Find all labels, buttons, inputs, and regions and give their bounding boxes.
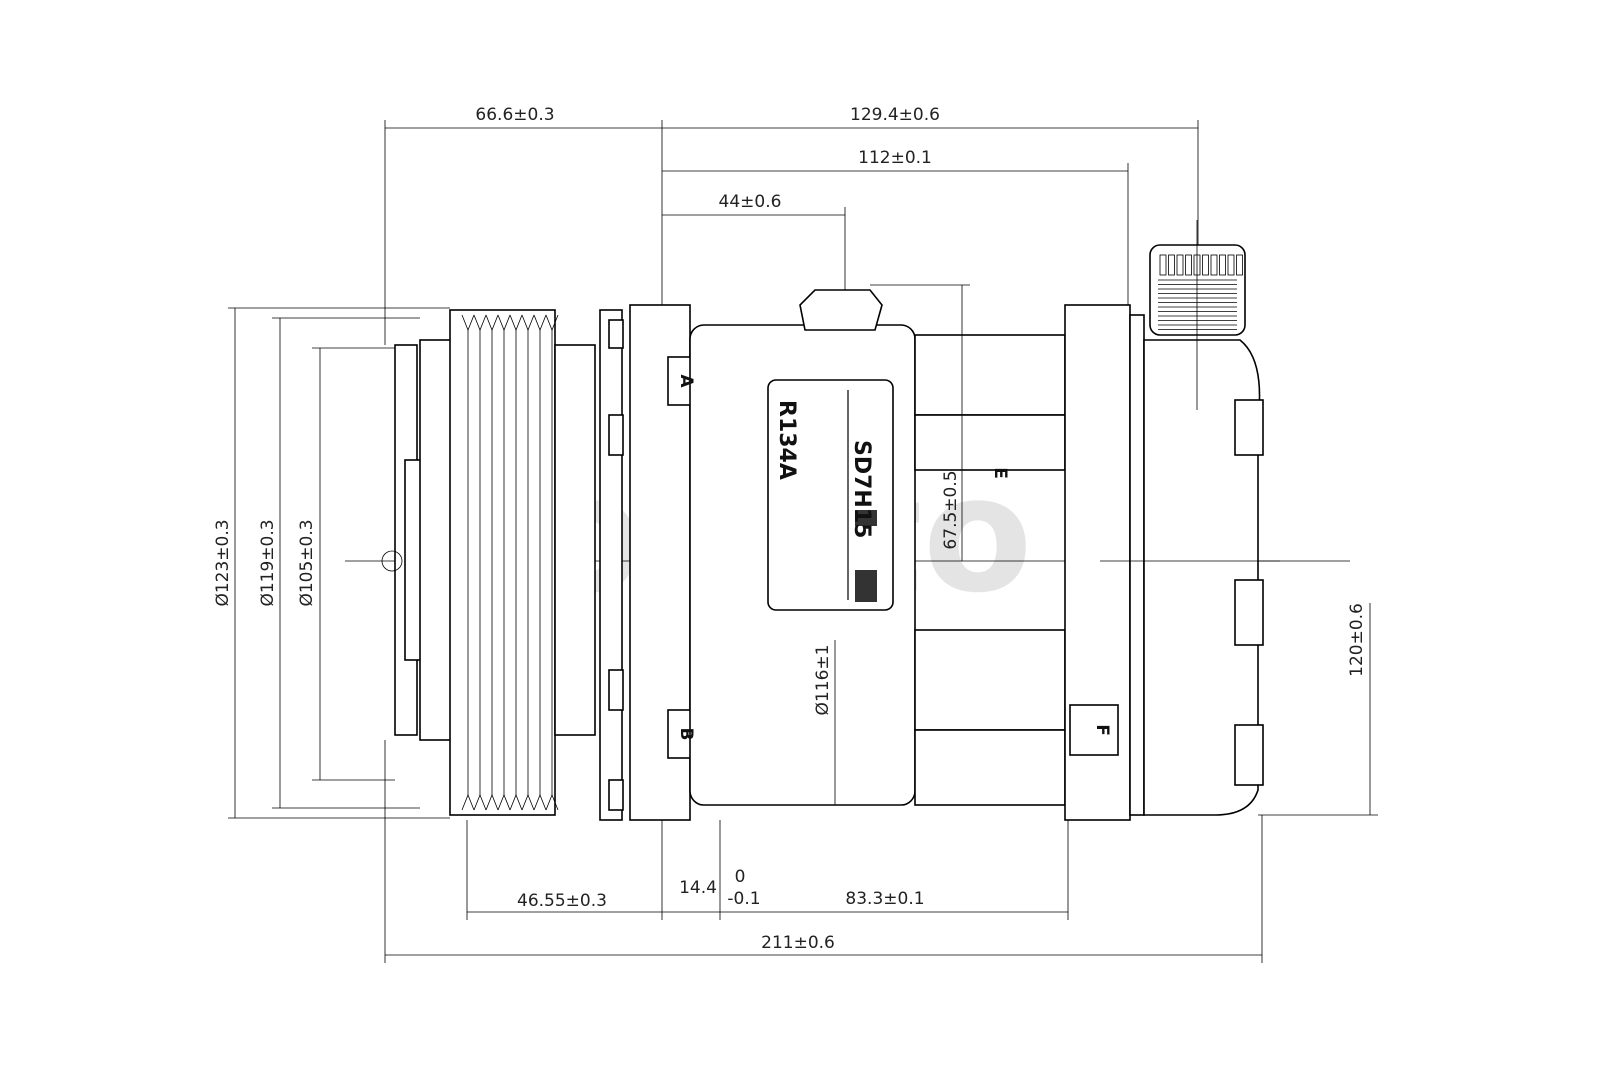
- cap-knurl: [1159, 254, 1167, 276]
- name-plate: [767, 379, 894, 611]
- upper-bore: [914, 334, 1066, 416]
- dim-66-6: 66.6±0.3: [475, 105, 554, 125]
- cap-knurl: [1227, 254, 1235, 276]
- rear-gasket: [1129, 314, 1145, 816]
- dim-dia-119: Ø119±0.3: [258, 519, 278, 606]
- dim-211: 211±0.6: [761, 933, 835, 953]
- dim-67-5: 67.5±0.5: [941, 470, 961, 549]
- compressor-body: [689, 220, 1280, 821]
- dim-14-4-upper: 0: [735, 867, 746, 887]
- port-label-b: B: [676, 728, 696, 741]
- dim-120: 120±0.6: [1347, 603, 1367, 677]
- dim-112: 112±0.1: [858, 148, 932, 168]
- pulley-grooves: [449, 309, 556, 816]
- refrigerant-text: R134A: [774, 400, 799, 480]
- top-bolt: [799, 289, 883, 331]
- port-label-f: F: [1092, 724, 1112, 736]
- model-text: SD7H15: [849, 440, 874, 538]
- dim-dia-123: Ø123±0.3: [213, 519, 233, 606]
- shaft-nut: [381, 550, 403, 572]
- connector-cap: [1149, 244, 1246, 336]
- bolt-3: [608, 669, 624, 711]
- port-labels: A B E F: [676, 374, 1112, 740]
- dim-129-4: 129.4±0.6: [850, 105, 940, 125]
- front-cover: [599, 309, 623, 821]
- dim-14-4-lower: -0.1: [727, 889, 760, 909]
- bolt-1: [608, 319, 624, 349]
- plate-barcode: [855, 570, 877, 602]
- dim-dia-105: Ø105±0.3: [297, 519, 317, 606]
- lower-bore: [914, 629, 1066, 731]
- plate-badge: [855, 510, 877, 526]
- bolt-4: [608, 779, 624, 811]
- port-f-box: [1069, 704, 1119, 756]
- cap-knurl: [1176, 254, 1184, 276]
- lower-bore-2: [914, 729, 1066, 806]
- cap-knurl: [1219, 254, 1226, 276]
- dim-44: 44±0.6: [719, 192, 782, 212]
- dim-83-3: 83.3±0.1: [845, 889, 924, 909]
- cap-knurl: [1202, 254, 1209, 276]
- dim-46-55: 46.55±0.3: [517, 891, 607, 911]
- bolt-2: [608, 414, 624, 456]
- dimension-lines: [228, 120, 1378, 963]
- port-label-a: A: [676, 374, 696, 388]
- service-valve-2: [1234, 579, 1264, 646]
- front-housing: [599, 304, 707, 821]
- dim-14-4: 14.4: [679, 878, 717, 898]
- pulley-back: [554, 344, 596, 736]
- name-plate-texts: SD7H15 R134A: [774, 400, 874, 538]
- port-label-e: E: [990, 467, 1010, 479]
- service-valve-3: [1234, 724, 1264, 786]
- cap-knurl: [1210, 254, 1218, 276]
- dim-dia-116: Ø116±1: [813, 645, 833, 716]
- cap-knurl: [1168, 254, 1175, 276]
- dimension-texts: 66.6±0.3 129.4±0.6 112±0.1 44±0.6 Ø123±0…: [213, 105, 1367, 953]
- cap-knurl: [1185, 254, 1192, 276]
- cap-knurl: [1236, 254, 1243, 276]
- pulley: [381, 309, 596, 816]
- service-valve-1: [1234, 399, 1264, 456]
- upper-bore-2: [914, 414, 1066, 471]
